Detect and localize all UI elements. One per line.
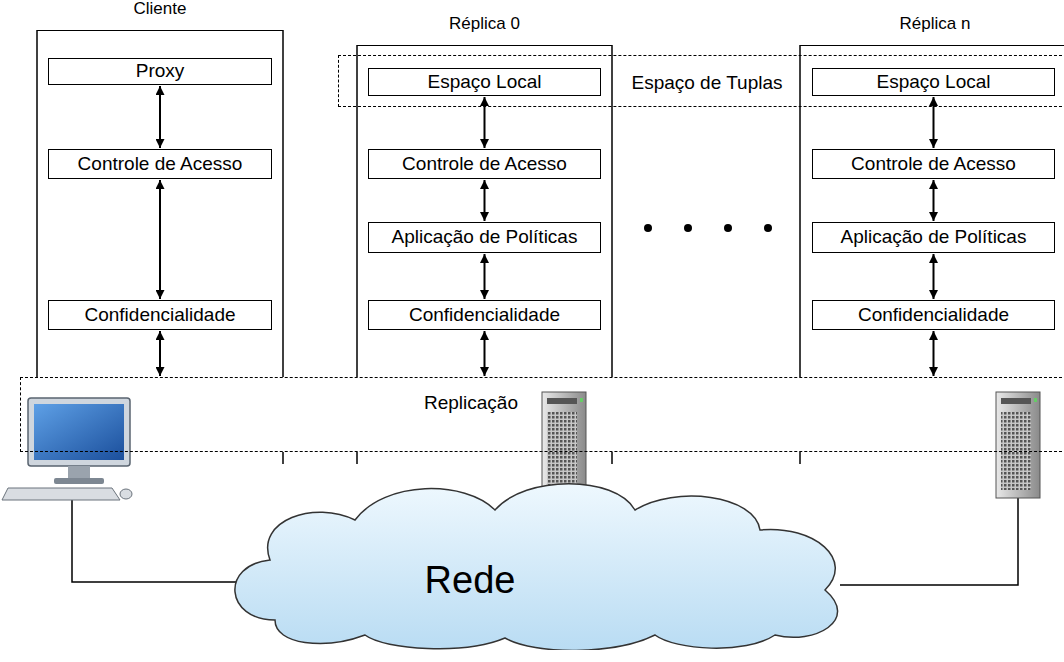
column-heading: Réplica n <box>800 14 1064 34</box>
client-column: ClienteProxyControle de AcessoConfidenci… <box>37 30 283 464</box>
cloud-label: Rede <box>425 559 516 602</box>
policy-box: Aplicação de Políticas <box>812 222 1055 253</box>
column-sides <box>37 30 800 464</box>
double-arrow <box>933 331 935 376</box>
double-arrow <box>484 97 486 148</box>
box-label: Aplicação de Políticas <box>392 227 578 248</box>
column-heading: Cliente <box>37 0 283 19</box>
proxy-box: Proxy <box>48 58 272 85</box>
double-arrow <box>159 180 161 299</box>
box-label: Controle de Acesso <box>851 154 1016 175</box>
local-space-box: Espaço Local <box>812 68 1055 96</box>
box-label: Confidencialidade <box>409 305 560 326</box>
tuple-space-band: Espaço de Tuplas <box>338 55 1064 107</box>
box-label: Controle de Acesso <box>402 154 567 175</box>
confidentiality-box: Confidencialidade <box>48 300 272 330</box>
access-control-box: Controle de Acesso <box>812 149 1055 179</box>
double-arrow <box>933 254 935 299</box>
cloud-outline <box>215 470 860 650</box>
box-label: Espaço Local <box>876 72 990 93</box>
box-label: Controle de Acesso <box>78 154 243 175</box>
band-label: Replicação <box>421 392 521 414</box>
double-arrow <box>484 254 486 299</box>
box-label: Espaço Local <box>427 72 541 93</box>
local-space-box: Espaço Local <box>368 68 601 96</box>
box-label: Confidencialidade <box>858 305 1009 326</box>
confidentiality-box: Confidencialidade <box>368 300 601 330</box>
column-heading: Réplica 0 <box>357 14 612 34</box>
box-label: Proxy <box>136 61 185 82</box>
double-arrow <box>933 180 935 221</box>
double-arrow <box>484 180 486 221</box>
server-icon <box>996 392 1040 498</box>
double-arrow <box>484 331 486 376</box>
band-label: Espaço de Tuplas <box>628 72 785 94</box>
replication-band: Replicação <box>20 377 1064 452</box>
server-icon <box>542 392 586 498</box>
ellipsis-dots <box>644 224 772 232</box>
confidentiality-box: Confidencialidade <box>812 300 1055 330</box>
network-cloud: Rede <box>215 470 860 650</box>
access-control-box: Controle de Acesso <box>368 149 601 179</box>
access-control-box: Controle de Acesso <box>48 149 272 179</box>
double-arrow <box>933 97 935 148</box>
double-arrow <box>159 86 161 148</box>
box-label: Confidencialidade <box>84 305 235 326</box>
double-arrow <box>159 331 161 376</box>
box-label: Aplicação de Políticas <box>841 227 1027 248</box>
computer-icon <box>2 398 132 500</box>
policy-box: Aplicação de Políticas <box>368 222 601 253</box>
replica-column: Réplica nEspaço LocalControle de AcessoA… <box>800 45 1064 464</box>
